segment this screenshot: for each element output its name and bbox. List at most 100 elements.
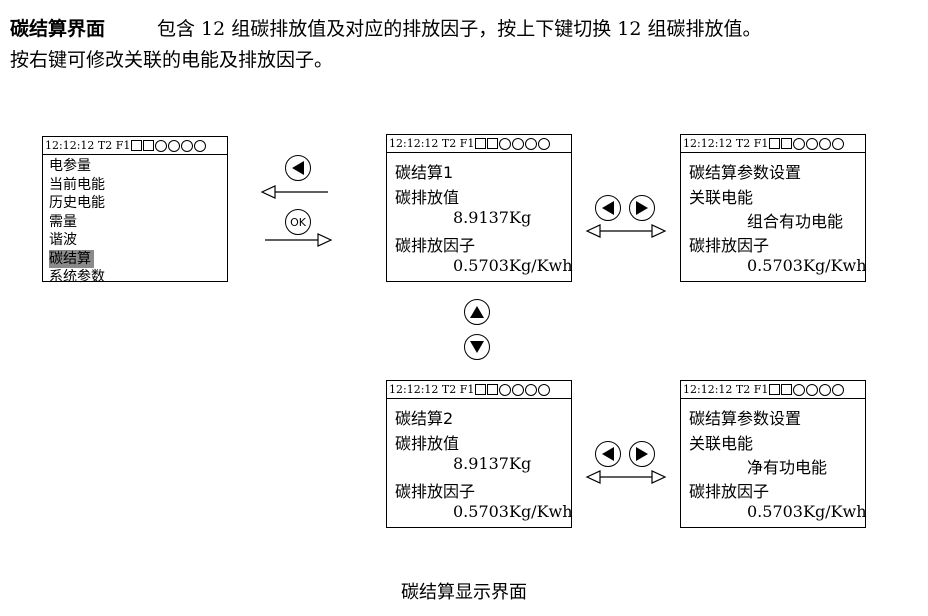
main-menu: 电参量 当前电能 历史电能 需量 谐波 碳结算 系统参数 — [43, 155, 227, 287]
emission-value: 8.9137Kg — [453, 454, 532, 473]
status-time: 12:12:12 — [45, 139, 95, 152]
circle-indicator-icon — [499, 137, 512, 150]
left-triangle-icon — [602, 447, 614, 461]
setting-screen-2: 12:12:12 T2 F1 碳结算参数设置 关联电能 净有功电能 碳排放因子 … — [680, 380, 867, 528]
menu-item: 系统参数 — [49, 269, 105, 285]
menu-screen: 12:12:12 T2 F1 电参量 当前电能 历史电能 需量 谐波 碳结算 系… — [42, 136, 228, 285]
setting-screen-1: 12:12:12 T2 F1 碳结算参数设置 关联电能 组合有功电能 碳排放因子… — [680, 134, 867, 282]
square-indicator-icon — [781, 384, 793, 395]
status-time: 12:12:12 — [683, 137, 733, 150]
carbon-screen-2: 12:12:12 T2 F1 碳结算2 碳排放值 8.9137Kg 碳排放因子 … — [386, 380, 573, 528]
right-triangle-icon — [636, 201, 648, 215]
circle-indicator-icon — [525, 137, 538, 150]
up-triangle-icon — [470, 306, 484, 318]
menu-item-selected: 碳结算 — [49, 249, 94, 268]
right-triangle-icon — [636, 447, 648, 461]
status-flag: F1 — [753, 383, 769, 396]
circle-indicator-icon — [194, 139, 207, 152]
square-indicator-icon — [475, 138, 487, 149]
left-triangle-icon — [292, 161, 304, 175]
circle-indicator-icon — [793, 383, 806, 396]
menu-item: 当前电能 — [49, 176, 105, 193]
circle-indicator-icon — [538, 383, 551, 396]
square-indicator-icon — [143, 140, 155, 151]
status-time: 12:12:12 — [389, 383, 439, 396]
section-heading: 碳结算界面 — [10, 18, 106, 40]
energy-value: 净有功电能 — [747, 458, 828, 477]
emission-label: 碳排放值 — [395, 188, 460, 207]
circle-indicator-icon — [168, 139, 181, 152]
square-indicator-icon — [781, 138, 793, 149]
circle-indicator-icon — [512, 383, 525, 396]
ok-key-button: OK — [285, 209, 311, 235]
circle-indicator-icon — [806, 383, 819, 396]
intro-line-1: 碳结算界面 包含 12 组碳排放值及对应的排放因子，按上下键切换 12 组碳排放值… — [10, 14, 922, 45]
circle-indicator-icon — [793, 137, 806, 150]
square-indicator-icon — [769, 384, 781, 395]
status-tariff: T2 — [441, 383, 457, 396]
circle-indicator-icon — [181, 139, 194, 152]
screen-title: 碳结算2 — [395, 409, 454, 428]
left-triangle-icon — [602, 201, 614, 215]
down-triangle-icon — [470, 341, 484, 353]
energy-label: 关联电能 — [689, 434, 754, 453]
circle-indicator-icon — [155, 139, 168, 152]
intro-line-2: 按右键可修改关联的电能及排放因子。 — [10, 49, 334, 71]
status-bar: 12:12:12 T2 F1 — [681, 381, 865, 399]
left-key-button-2 — [595, 441, 621, 467]
square-indicator-icon — [475, 384, 487, 395]
status-tariff: T2 — [441, 137, 457, 150]
screen-title: 碳结算1 — [395, 163, 454, 182]
square-indicator-icon — [131, 140, 143, 151]
factor-value: 0.5703Kg/Kwh — [453, 502, 573, 521]
menu-item: 谐波 — [49, 232, 77, 248]
square-indicator-icon — [769, 138, 781, 149]
circle-indicator-icon — [819, 383, 832, 396]
figure-caption: 碳结算显示界面 — [401, 582, 527, 603]
energy-value: 组合有功电能 — [747, 212, 844, 231]
factor-value: 0.5703Kg/Kwh — [453, 256, 573, 275]
status-time: 12:12:12 — [683, 383, 733, 396]
circle-indicator-icon — [832, 137, 845, 150]
status-flag: F1 — [753, 137, 769, 150]
factor-label: 碳排放因子 — [395, 236, 476, 255]
circle-indicator-icon — [512, 137, 525, 150]
status-tariff: T2 — [735, 137, 751, 150]
factor-value: 0.5703Kg/Kwh — [747, 502, 867, 521]
status-tariff: T2 — [735, 383, 751, 396]
factor-value: 0.5703Kg/Kwh — [747, 256, 867, 275]
status-flag: F1 — [115, 139, 131, 152]
status-flag: F1 — [459, 383, 475, 396]
screen-title: 碳结算参数设置 — [689, 163, 802, 182]
square-indicator-icon — [487, 384, 499, 395]
intro-paragraph: 碳结算界面 包含 12 组碳排放值及对应的排放因子，按上下键切换 12 组碳排放值… — [10, 14, 922, 76]
energy-label: 关联电能 — [689, 188, 754, 207]
status-flag: F1 — [459, 137, 475, 150]
circle-indicator-icon — [525, 383, 538, 396]
factor-label: 碳排放因子 — [689, 482, 770, 501]
status-time: 12:12:12 — [389, 137, 439, 150]
emission-label: 碳排放值 — [395, 434, 460, 453]
menu-item: 历史电能 — [49, 195, 105, 211]
factor-label: 碳排放因子 — [395, 482, 476, 501]
circle-indicator-icon — [806, 137, 819, 150]
right-key-button-2 — [629, 441, 655, 467]
screen-title: 碳结算参数设置 — [689, 409, 802, 428]
up-key-button — [464, 299, 490, 325]
menu-item: 需量 — [49, 213, 77, 230]
status-bar: 12:12:12 T2 F1 — [681, 135, 865, 153]
square-indicator-icon — [487, 138, 499, 149]
menu-item: 电参量 — [49, 158, 91, 174]
carbon-screen-1: 12:12:12 T2 F1 碳结算1 碳排放值 8.9137Kg 碳排放因子 … — [386, 134, 573, 282]
status-bar: 12:12:12 T2 F1 — [43, 137, 227, 155]
left-key-button-1 — [595, 195, 621, 221]
factor-label: 碳排放因子 — [689, 236, 770, 255]
right-key-button-1 — [629, 195, 655, 221]
status-bar: 12:12:12 T2 F1 — [387, 135, 571, 153]
circle-indicator-icon — [538, 137, 551, 150]
status-tariff: T2 — [97, 139, 113, 152]
circle-indicator-icon — [832, 383, 845, 396]
intro-text-1: 包含 12 组碳排放值及对应的排放因子，按上下键切换 12 组碳排放值。 — [157, 18, 762, 40]
emission-value: 8.9137Kg — [453, 208, 532, 227]
